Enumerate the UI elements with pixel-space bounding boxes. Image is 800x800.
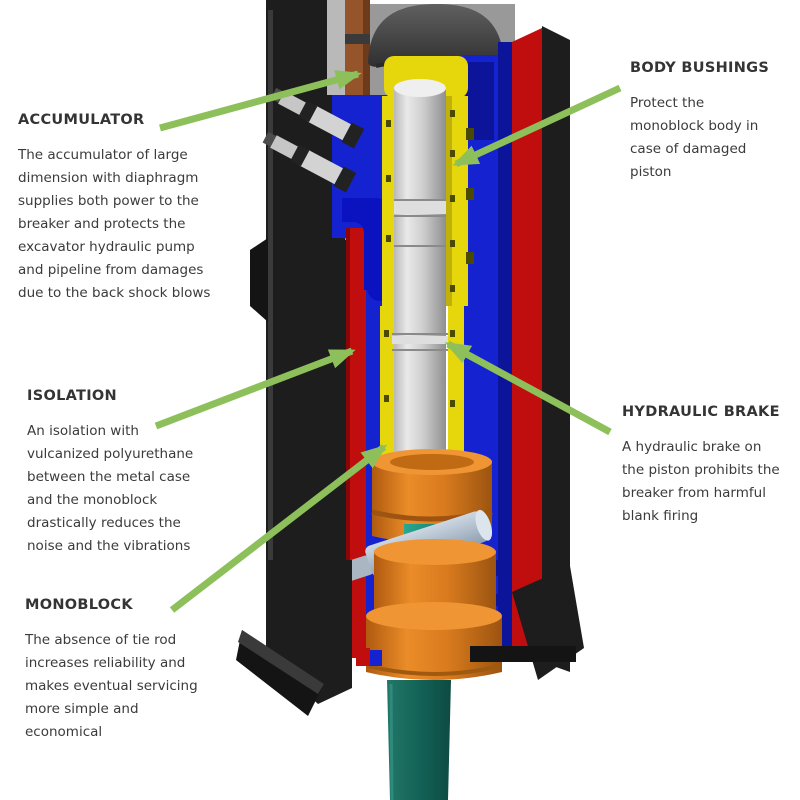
bushing-flange-rim <box>367 664 501 676</box>
fitting-band <box>290 144 310 167</box>
annotation-body-bushings: BODY BUSHINGS Protect the monoblock body… <box>630 60 770 184</box>
chisel-tool <box>387 680 451 800</box>
oil-elbow-pipe <box>342 198 394 290</box>
arrow-body-bushings <box>452 84 622 168</box>
annotation-isolation: ISOLATION An isolation with vulcanized p… <box>27 388 213 558</box>
front-bushing-upper-bore <box>390 454 474 470</box>
monoblock-right-shade <box>498 42 512 655</box>
fitting-collar <box>341 122 365 149</box>
annotation-accumulator: ACCUMULATOR The accumulator of large dim… <box>18 112 218 305</box>
retainer-pin-cap <box>475 509 493 541</box>
front-bushing-lower-lip <box>374 539 496 565</box>
copper-rod-band <box>345 34 370 44</box>
debris-red <box>356 648 370 666</box>
annotation-monoblock: MONOBLOCK The absence of tie rod increas… <box>25 597 217 744</box>
liner-left-edge <box>346 228 350 658</box>
copper-rod-shade <box>363 0 370 95</box>
liner-right <box>512 28 542 660</box>
fitting-collar <box>333 166 357 193</box>
debris-blue <box>370 650 382 666</box>
outer-case-left-highlight <box>268 10 273 570</box>
piston-top-cap <box>394 79 446 97</box>
annotation-hydraulic-brake: HYDRAULIC BRAKE A hydraulic brake on the… <box>622 404 780 528</box>
annotation-hydraulic-brake-body: A hydraulic brake on the piston prohibit… <box>622 439 780 524</box>
outer-case-right <box>542 26 570 672</box>
annotation-body-bushings-body: Protect the monoblock body in case of da… <box>630 95 759 180</box>
annotation-accumulator-body: The accumulator of large dimension with … <box>18 147 211 301</box>
arrow-accumulator <box>159 70 362 132</box>
liner-left <box>346 228 366 658</box>
monoblock-right-recess <box>466 62 494 140</box>
arrow-hydraulic-brake <box>444 340 612 436</box>
breaker-machine <box>236 0 584 800</box>
front-bushing-lower <box>374 545 496 621</box>
chisel-highlight <box>389 683 394 800</box>
arrow-isolation <box>154 347 356 430</box>
annotation-isolation-title: ISOLATION <box>27 388 117 404</box>
annotation-monoblock-title: MONOBLOCK <box>25 597 133 613</box>
accumulator-dome <box>368 4 504 69</box>
foot-right-bar <box>470 646 576 662</box>
fitting-tip <box>262 131 277 147</box>
fitting-neck <box>270 135 298 159</box>
annotation-accumulator-title: ACCUMULATOR <box>18 112 145 128</box>
foot-left-highlight <box>238 630 324 694</box>
hose-fitting-lower <box>262 131 357 193</box>
annotation-hydraulic-brake-title: HYDRAULIC BRAKE <box>622 404 780 420</box>
side-bracket <box>250 238 268 322</box>
fitting-body <box>307 105 351 141</box>
annotation-isolation-body: An isolation with vulcanized polyurethan… <box>27 423 194 554</box>
piston-seams <box>392 199 448 351</box>
piston-ring-upper <box>392 336 448 344</box>
arrow-monoblock <box>169 444 388 613</box>
piston-bright-band <box>394 200 446 214</box>
annotation-body-bushings-title: BODY BUSHINGS <box>630 60 770 76</box>
fitting-body <box>299 149 343 185</box>
callout-arrows <box>154 70 622 613</box>
fitting-band <box>298 100 318 123</box>
annotation-monoblock-body: The absence of tie rod increases reliabi… <box>25 632 198 740</box>
valve-column-right-shade <box>446 96 452 306</box>
bushing-flange-lip <box>366 602 502 630</box>
